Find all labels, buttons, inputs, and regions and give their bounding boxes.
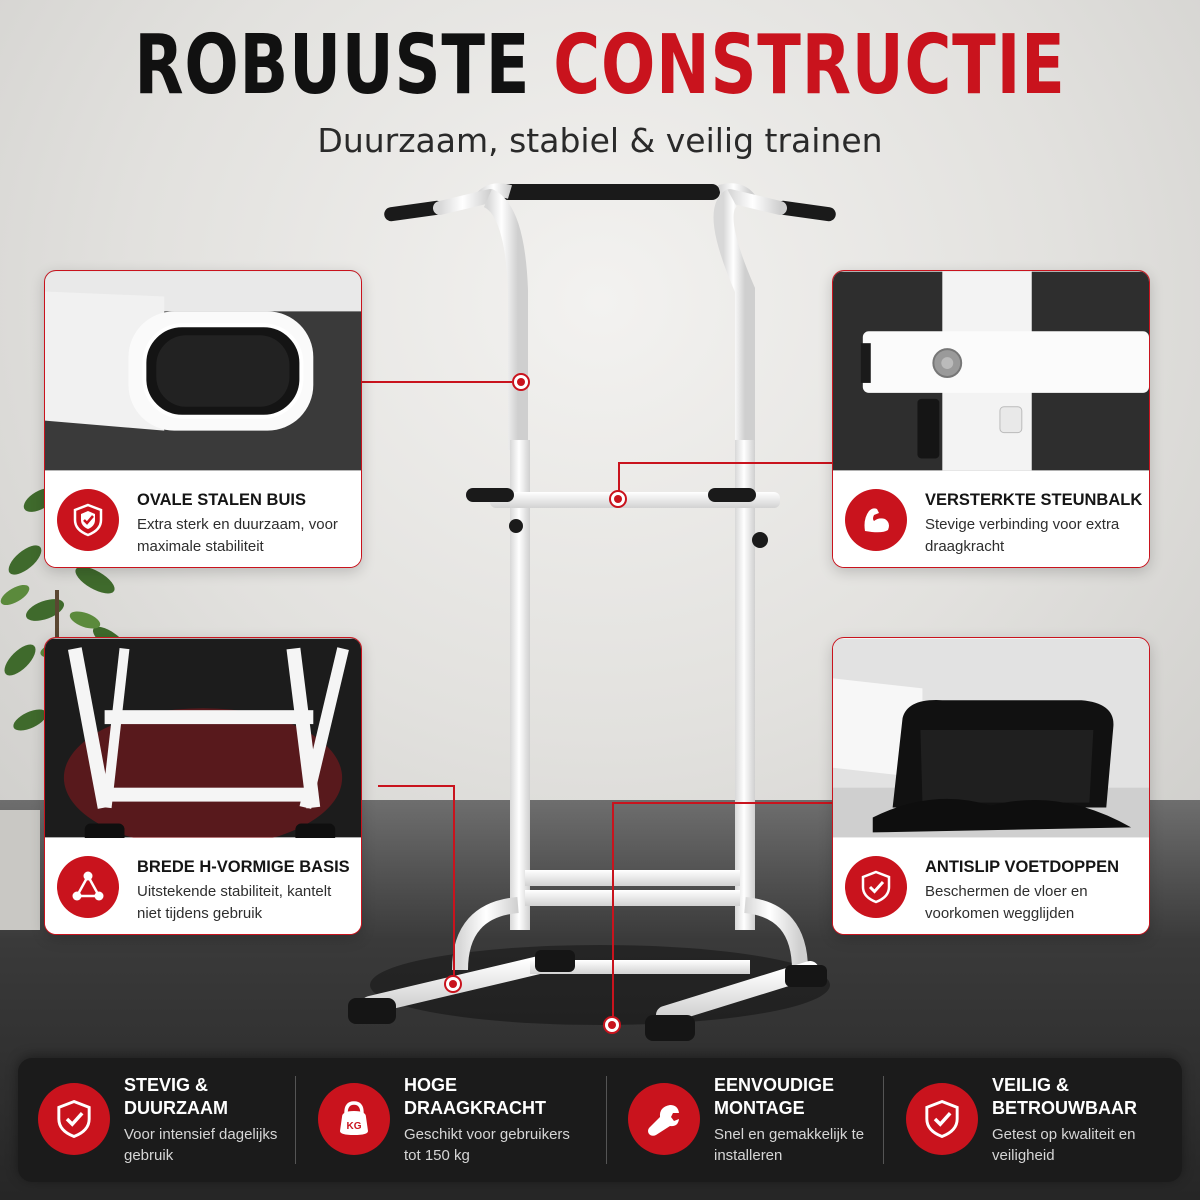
feature-title: VEILIG & BETROUWBAAR bbox=[992, 1075, 1137, 1118]
shield-check-icon bbox=[38, 1083, 110, 1155]
callout-card-support-beam: VERSTERKTE STEUNBALK Stevige verbinding … bbox=[832, 270, 1150, 568]
divider bbox=[883, 1076, 884, 1164]
bicep-icon bbox=[845, 489, 907, 551]
shield-check-icon bbox=[906, 1083, 978, 1155]
feature-title: STEVIG & DUURZAAM bbox=[124, 1075, 228, 1118]
callout-info: ANTISLIP VOETDOPPEN Beschermen de vloer … bbox=[833, 838, 1149, 934]
kettlebell-icon-label: KG bbox=[347, 1121, 362, 1132]
callout-description: Uitstekende stabiliteit, kantelt niet ti… bbox=[137, 883, 332, 922]
wrench-icon bbox=[628, 1083, 700, 1155]
callout-heading: OVALE STALEN BUIS bbox=[137, 491, 306, 509]
feature-item: KG HOGE DRAAGKRACHT Geschikt voor gebrui… bbox=[298, 1058, 578, 1182]
callout-dot-h-base bbox=[444, 975, 462, 993]
shield-check-icon bbox=[845, 856, 907, 918]
callout-line-oval-tube bbox=[362, 381, 512, 383]
callout-info: BREDE H-VORMIGE BASIS Uitstekende stabil… bbox=[45, 838, 361, 934]
callout-description: Stevige verbinding voor extra draagkrach… bbox=[925, 516, 1120, 555]
callout-line-h-base-v bbox=[453, 785, 455, 975]
callout-info: OVALE STALEN BUIS Extra sterk en duurzaa… bbox=[45, 471, 361, 567]
feature-description: Snel en gemakkelijk te installeren bbox=[714, 1126, 865, 1164]
callout-card-feet: ANTISLIP VOETDOPPEN Beschermen de vloer … bbox=[832, 637, 1150, 935]
callout-info: VERSTERKTE STEUNBALK Stevige verbinding … bbox=[833, 471, 1149, 567]
h-base-closeup bbox=[45, 638, 361, 838]
callout-heading: BREDE H-VORMIGE BASIS bbox=[137, 858, 350, 876]
callout-line-feet-v bbox=[612, 802, 614, 1020]
kettlebell-icon: KG bbox=[318, 1083, 390, 1155]
foot-cap-closeup bbox=[833, 638, 1149, 838]
divider bbox=[295, 1076, 296, 1164]
callout-description: Extra sterk en duurzaam, voor maximale s… bbox=[137, 516, 338, 555]
callout-card-oval-tube: OVALE STALEN BUIS Extra sterk en duurzaa… bbox=[44, 270, 362, 568]
power-tower-illustration bbox=[348, 183, 836, 1041]
page-subtitle: Duurzaam, stabiel & veilig trainen bbox=[317, 121, 883, 160]
callout-dot-feet bbox=[603, 1016, 621, 1034]
support-beam-closeup bbox=[833, 271, 1149, 471]
feature-description: Geschikt voor gebruikers tot 150 kg bbox=[404, 1126, 570, 1164]
title-part2: CONSTRUCTIE bbox=[553, 18, 1066, 113]
callout-line-support-beam bbox=[618, 462, 833, 464]
triangle-nodes-icon bbox=[57, 856, 119, 918]
oval-tube-closeup bbox=[45, 271, 361, 471]
feature-bar: STEVIG & DUURZAAM Voor intensief dagelij… bbox=[18, 1058, 1182, 1182]
callout-dot-oval-tube bbox=[512, 373, 530, 391]
callout-line-h-base bbox=[378, 785, 453, 787]
divider bbox=[606, 1076, 607, 1164]
feature-title: HOGE DRAAGKRACHT bbox=[404, 1075, 546, 1118]
feature-description: Voor intensief dagelijks gebruik bbox=[124, 1126, 278, 1164]
callout-card-h-base: BREDE H-VORMIGE BASIS Uitstekende stabil… bbox=[44, 637, 362, 935]
shield-icon bbox=[57, 489, 119, 551]
feature-item: VEILIG & BETROUWBAAR Getest op kwaliteit… bbox=[886, 1058, 1166, 1182]
feature-title: EENVOUDIGE MONTAGE bbox=[714, 1075, 835, 1118]
feature-item: STEVIG & DUURZAAM Voor intensief dagelij… bbox=[18, 1058, 298, 1182]
page-title: ROBUUSTE CONSTRUCTIE bbox=[132, 18, 1068, 114]
callout-line-support-beam-v bbox=[618, 462, 620, 498]
feature-description: Getest op kwaliteit en veiligheid bbox=[992, 1126, 1136, 1164]
callout-heading: VERSTERKTE STEUNBALK bbox=[925, 491, 1143, 509]
callout-line-feet bbox=[612, 802, 832, 804]
callout-heading: ANTISLIP VOETDOPPEN bbox=[925, 858, 1120, 876]
callout-dot-support-beam bbox=[609, 490, 627, 508]
feature-item: EENVOUDIGE MONTAGE Snel en gemakkelijk t… bbox=[608, 1058, 888, 1182]
title-part1: ROBUUSTE bbox=[134, 18, 531, 113]
callout-description: Beschermen de vloer en voorkomen wegglij… bbox=[925, 883, 1088, 922]
